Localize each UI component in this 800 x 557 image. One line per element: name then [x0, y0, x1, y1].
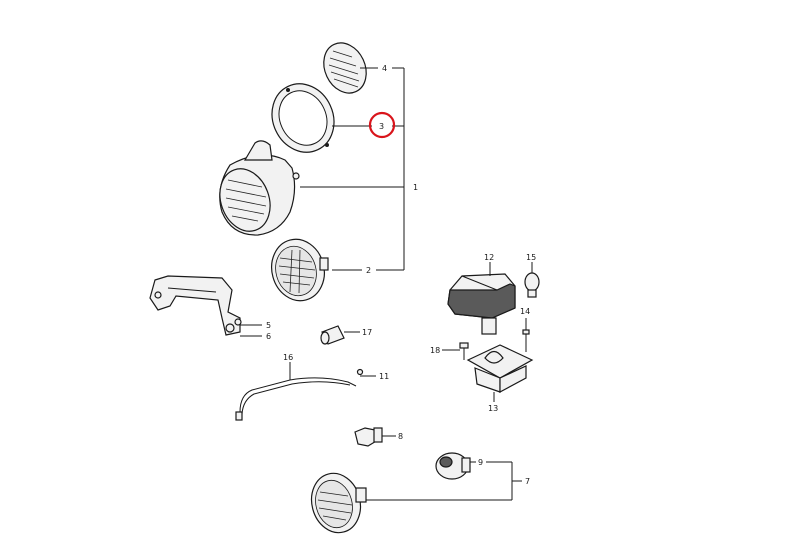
part-15-bulb	[524, 272, 540, 298]
part-3-rim	[271, 83, 335, 153]
callout-2: 2	[366, 266, 371, 275]
callout-15: 15	[526, 253, 536, 262]
callout-numbers: 4 3 1 2 12 15 5 6 17 14 18 16 11 13 8 9 …	[266, 64, 536, 486]
part-16-wire	[235, 368, 364, 421]
callout-8: 8	[398, 432, 403, 441]
callout-7: 7	[525, 477, 530, 486]
part-7-foglamp	[310, 472, 367, 534]
leader-lines	[240, 67, 533, 501]
part-8-bulb	[354, 427, 383, 447]
callout-9: 9	[478, 458, 483, 467]
callout-1: 1	[413, 183, 418, 192]
callout-11: 11	[379, 372, 389, 381]
part-9-socket	[435, 452, 471, 480]
callout-5: 5	[266, 321, 271, 330]
callout-17: 17	[362, 328, 372, 337]
part-17-bushing	[320, 325, 345, 345]
callout-14: 14	[520, 307, 530, 316]
callout-16: 16	[283, 353, 293, 362]
highlight-circle	[368, 111, 396, 139]
callout-4: 4	[382, 64, 387, 73]
callout-12: 12	[484, 253, 494, 262]
part-4-lens	[323, 42, 367, 94]
bracket	[149, 275, 242, 336]
part-13-plate	[466, 344, 534, 394]
callout-13: 13	[488, 404, 498, 413]
part-1-housing	[219, 140, 300, 236]
callout-3: 3	[379, 122, 384, 131]
callout-18: 18	[430, 346, 440, 355]
part-12-lamp	[447, 273, 516, 335]
part-18-screw	[459, 342, 469, 360]
part-14-screw	[522, 329, 530, 352]
part-2-sealed-beam	[271, 238, 329, 302]
callout-6: 6	[266, 332, 271, 341]
